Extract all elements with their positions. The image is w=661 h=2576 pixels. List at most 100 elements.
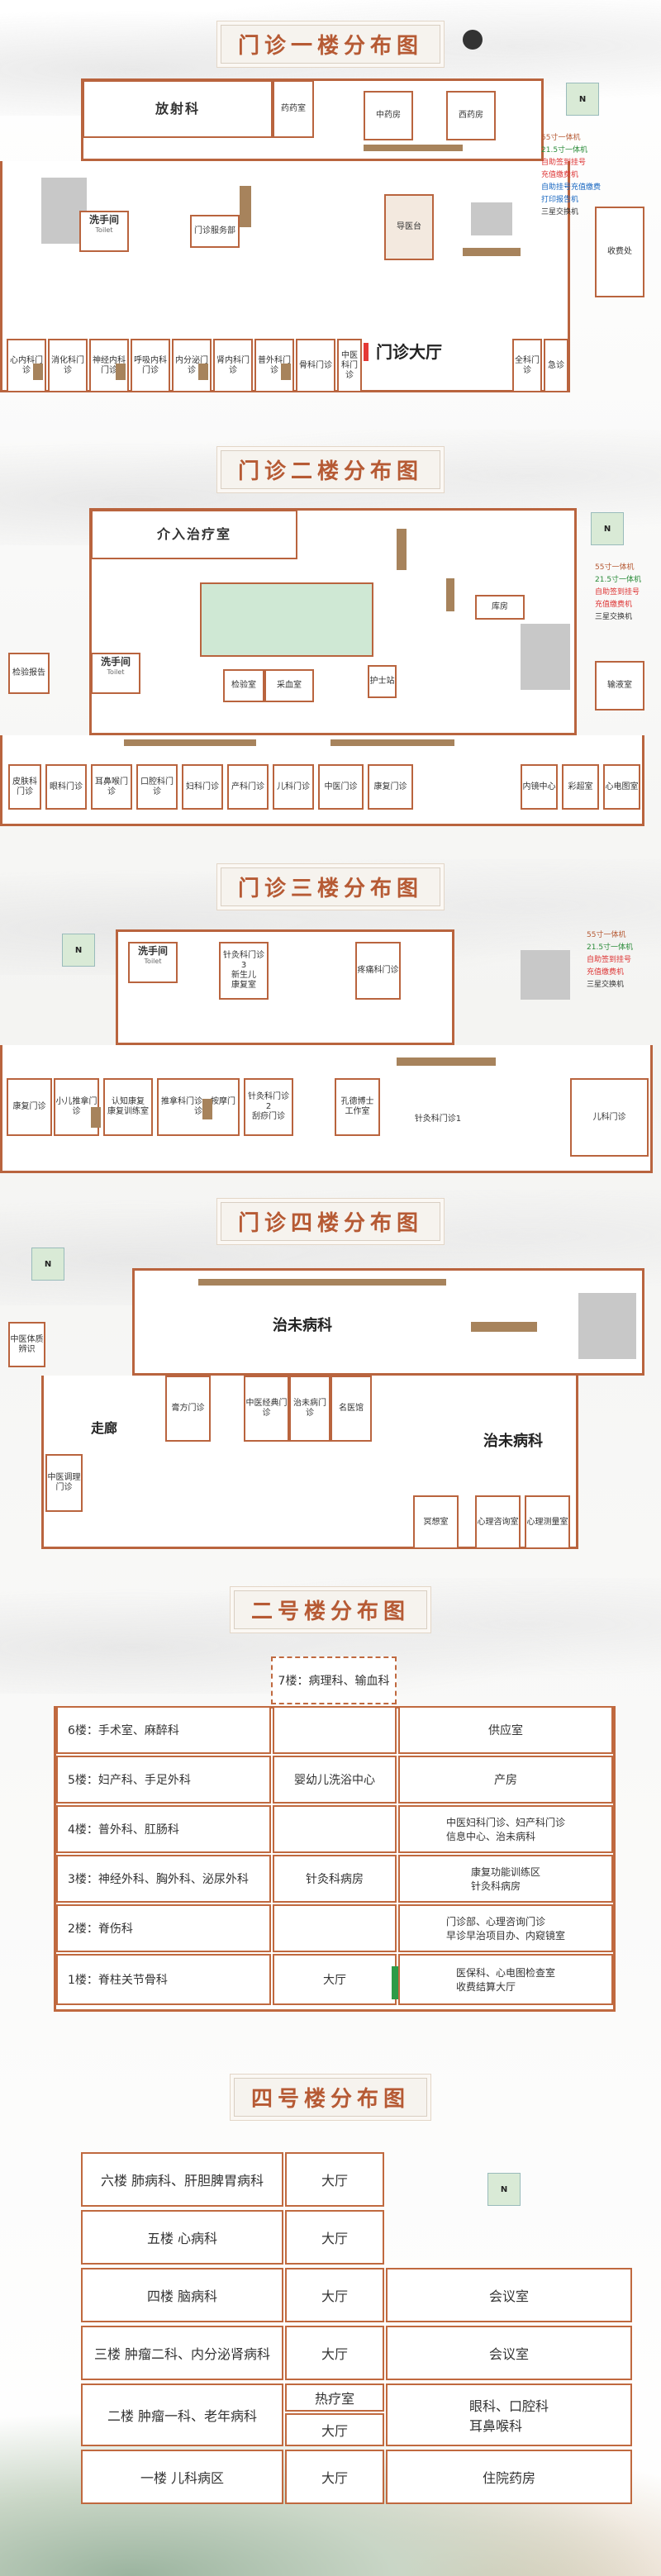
desk — [471, 1322, 537, 1332]
desk — [198, 364, 208, 380]
compass-icon: N — [62, 934, 95, 967]
desk — [364, 145, 463, 151]
clinic-rehab: 康复门诊 — [368, 764, 413, 810]
building2-floor2-right: 门诊部、心理咨询门诊 早诊早治项目办、内窥镜室 — [398, 1904, 613, 1952]
clinic-renal: 肾内科门诊 — [213, 339, 253, 392]
desk — [202, 1099, 212, 1119]
floor4-wall-upper — [132, 1268, 644, 1376]
room-psych-measure: 心理测量室 — [525, 1495, 570, 1549]
room-intervention: 介入治疗室 — [91, 510, 297, 559]
compass-icon: N — [31, 1248, 64, 1281]
building4-floor1-left: 一楼 儿科病区 — [81, 2450, 283, 2504]
building2-floor1-left: 1楼：脊柱关节骨科 — [56, 1954, 271, 2005]
room-storage: 库房 — [475, 595, 525, 620]
room-pain: 疼痛科门诊 — [355, 942, 401, 1000]
room-chinese-pharmacy: 中药房 — [364, 91, 413, 140]
floor2-title: 门诊二楼分布图 — [220, 450, 441, 489]
room-famous-doctors: 名医馆 — [330, 1376, 372, 1442]
desk — [397, 529, 407, 570]
guide-desk: 导医台 — [384, 194, 434, 260]
floor3-section: 门诊三楼分布图 N 洗手间 Toilet 针灸科门诊3 新生儿 康复室 疼痛科门… — [0, 859, 661, 1190]
room-psych-consult: 心理咨询室 — [475, 1495, 521, 1549]
desk — [124, 739, 256, 746]
desk — [91, 1107, 101, 1128]
desk — [330, 739, 454, 746]
green-room — [200, 582, 373, 657]
building2-floor5-mid: 婴幼儿洗浴中心 — [273, 1756, 397, 1804]
building4-floor2-mid-top: 热疗室 — [285, 2384, 384, 2412]
building2-floor1-right: 医保科、心电图检查室 收费结算大厅 — [398, 1954, 613, 2005]
building4-floor6-mid: 大厅 — [285, 2152, 384, 2207]
desk — [198, 1279, 446, 1286]
clinic-ortho: 骨科门诊 — [296, 339, 335, 392]
floor1-title: 门诊一楼分布图 — [220, 25, 441, 64]
zhiwei-label-1: 治未病科 — [273, 1317, 332, 1334]
building2-floor3-left: 3楼：神经外科、胸外科、泌尿外科 — [56, 1855, 271, 1903]
desk — [33, 364, 43, 380]
room-infusion: 输液室 — [595, 661, 644, 711]
room-classic: 中医经典门诊 — [244, 1376, 289, 1442]
desk — [446, 578, 454, 611]
washroom-floor1: 洗手间 Toilet — [79, 211, 129, 252]
desk — [463, 248, 521, 256]
building2-floor2-mid — [273, 1904, 397, 1952]
clinic-acupuncture2: 针灸科门诊2 刮痧门诊 — [244, 1078, 293, 1136]
building2-floor5-right: 产房 — [398, 1756, 613, 1804]
room-admin: 门诊服务部 — [190, 215, 240, 248]
building2-title: 二号楼分布图 — [233, 1590, 428, 1629]
floor4-section: 门诊四楼分布图 N 中医体质辨识 中医调理门诊 治未病科 治未病科 走廊 膏方门… — [0, 1190, 661, 1578]
clinic-cognitive: 认知康复 康复训练室 — [103, 1078, 153, 1136]
legend-floor2: 55寸一体机 21.5寸一体机 自助签到挂号 充值缴费机 三星交换机 — [595, 563, 642, 621]
switch-area — [521, 624, 570, 690]
building4-section: 四号楼分布图 N 六楼 肺病科、肝胆脾胃病科 大厅 五楼 心病科 大厅 四楼 脑… — [0, 2041, 661, 2576]
clinic-ultrasound: 彩超室 — [562, 764, 599, 810]
room-constitution: 中医体质辨识 — [8, 1322, 45, 1367]
room-western-pharmacy: 西药房 — [446, 91, 496, 140]
building2-floor2-left: 2楼：脊伤科 — [56, 1904, 271, 1952]
building2-floor5-left: 5楼：妇产科、手足外科 — [56, 1756, 271, 1804]
room-blood: 采血室 — [264, 669, 314, 702]
floor3-title: 门诊三楼分布图 — [220, 867, 441, 906]
desk — [240, 186, 251, 227]
building2-floor4-right: 中医妇科门诊、妇产科门诊 信息中心、治未病科 — [398, 1805, 613, 1853]
room-check: 检验室 — [223, 669, 264, 702]
building4-floor1-mid: 大厅 — [285, 2450, 384, 2504]
building2-floor7: 7楼：病理科、输血科 — [271, 1656, 397, 1704]
clinic-gyn: 妇科门诊 — [182, 764, 223, 810]
clinic-tcm: 中医门诊 — [318, 764, 364, 810]
building2-floor6-right: 供应室 — [398, 1706, 613, 1754]
cashier: 收费处 — [595, 207, 644, 297]
compass-icon: N — [591, 512, 624, 545]
legend-floor1: 55寸一体机 21.5寸一体机 自助签到挂号 充值缴费机 自助挂号充值缴费 打印… — [541, 134, 602, 216]
building4-floor3-left: 三楼 肿瘤二科、内分泌肾病科 — [81, 2326, 283, 2380]
room-meditation: 冥想室 — [413, 1495, 459, 1549]
building4-floor2-left: 二楼 肿瘤一科、老年病科 — [81, 2384, 283, 2446]
switch-area — [578, 1293, 636, 1359]
room-report: 检验报告 — [8, 653, 50, 694]
building4-floor4-mid: 大厅 — [285, 2268, 384, 2322]
clinic-pediatrics: 儿科门诊 — [570, 1078, 649, 1157]
building2-floor3-mid: 针灸科病房 — [273, 1855, 397, 1903]
building2-section: 二号楼分布图 7楼：病理科、输血科 6楼：手术室、麻醉科 供应室 5楼：妇产科、… — [0, 1578, 661, 2041]
building4-floor4-left: 四楼 脑病科 — [81, 2268, 283, 2322]
compass-icon: N — [566, 83, 599, 116]
floor4-title: 门诊四楼分布图 — [220, 1202, 441, 1241]
stairs — [41, 178, 87, 244]
crane-decoration-icon — [463, 30, 483, 50]
building4-floor6-left: 六楼 肺病科、肝胆脾胃病科 — [81, 2152, 283, 2207]
building2-floor3-right: 康复功能训练区 针灸科病房 — [398, 1855, 613, 1903]
room-acupuncture3: 针灸科门诊3 新生儿 康复室 — [219, 942, 269, 1000]
lobby-label: 门诊大厅 — [376, 342, 442, 362]
building2-floor6-left: 6楼：手术室、麻醉科 — [56, 1706, 271, 1754]
room-drug: 药药室 — [273, 80, 314, 138]
clinic-massage: 推拿科门诊、按摩门诊 — [157, 1078, 240, 1136]
clinic-obs: 产科门诊 — [227, 764, 269, 810]
building4-floor5-mid: 大厅 — [285, 2210, 384, 2265]
clinic-oral: 口腔科门诊 — [136, 764, 178, 810]
desk — [397, 1057, 496, 1066]
building4-floor2-right: 眼科、口腔科 耳鼻喉科 — [386, 2384, 632, 2446]
clinic-ent: 耳鼻喉门诊 — [91, 764, 132, 810]
room-ointment: 膏方门诊 — [165, 1376, 211, 1442]
room-zhiwei-clinic: 治未病门诊 — [289, 1376, 330, 1442]
washroom-floor2: 洗手间 Toilet — [91, 653, 140, 694]
